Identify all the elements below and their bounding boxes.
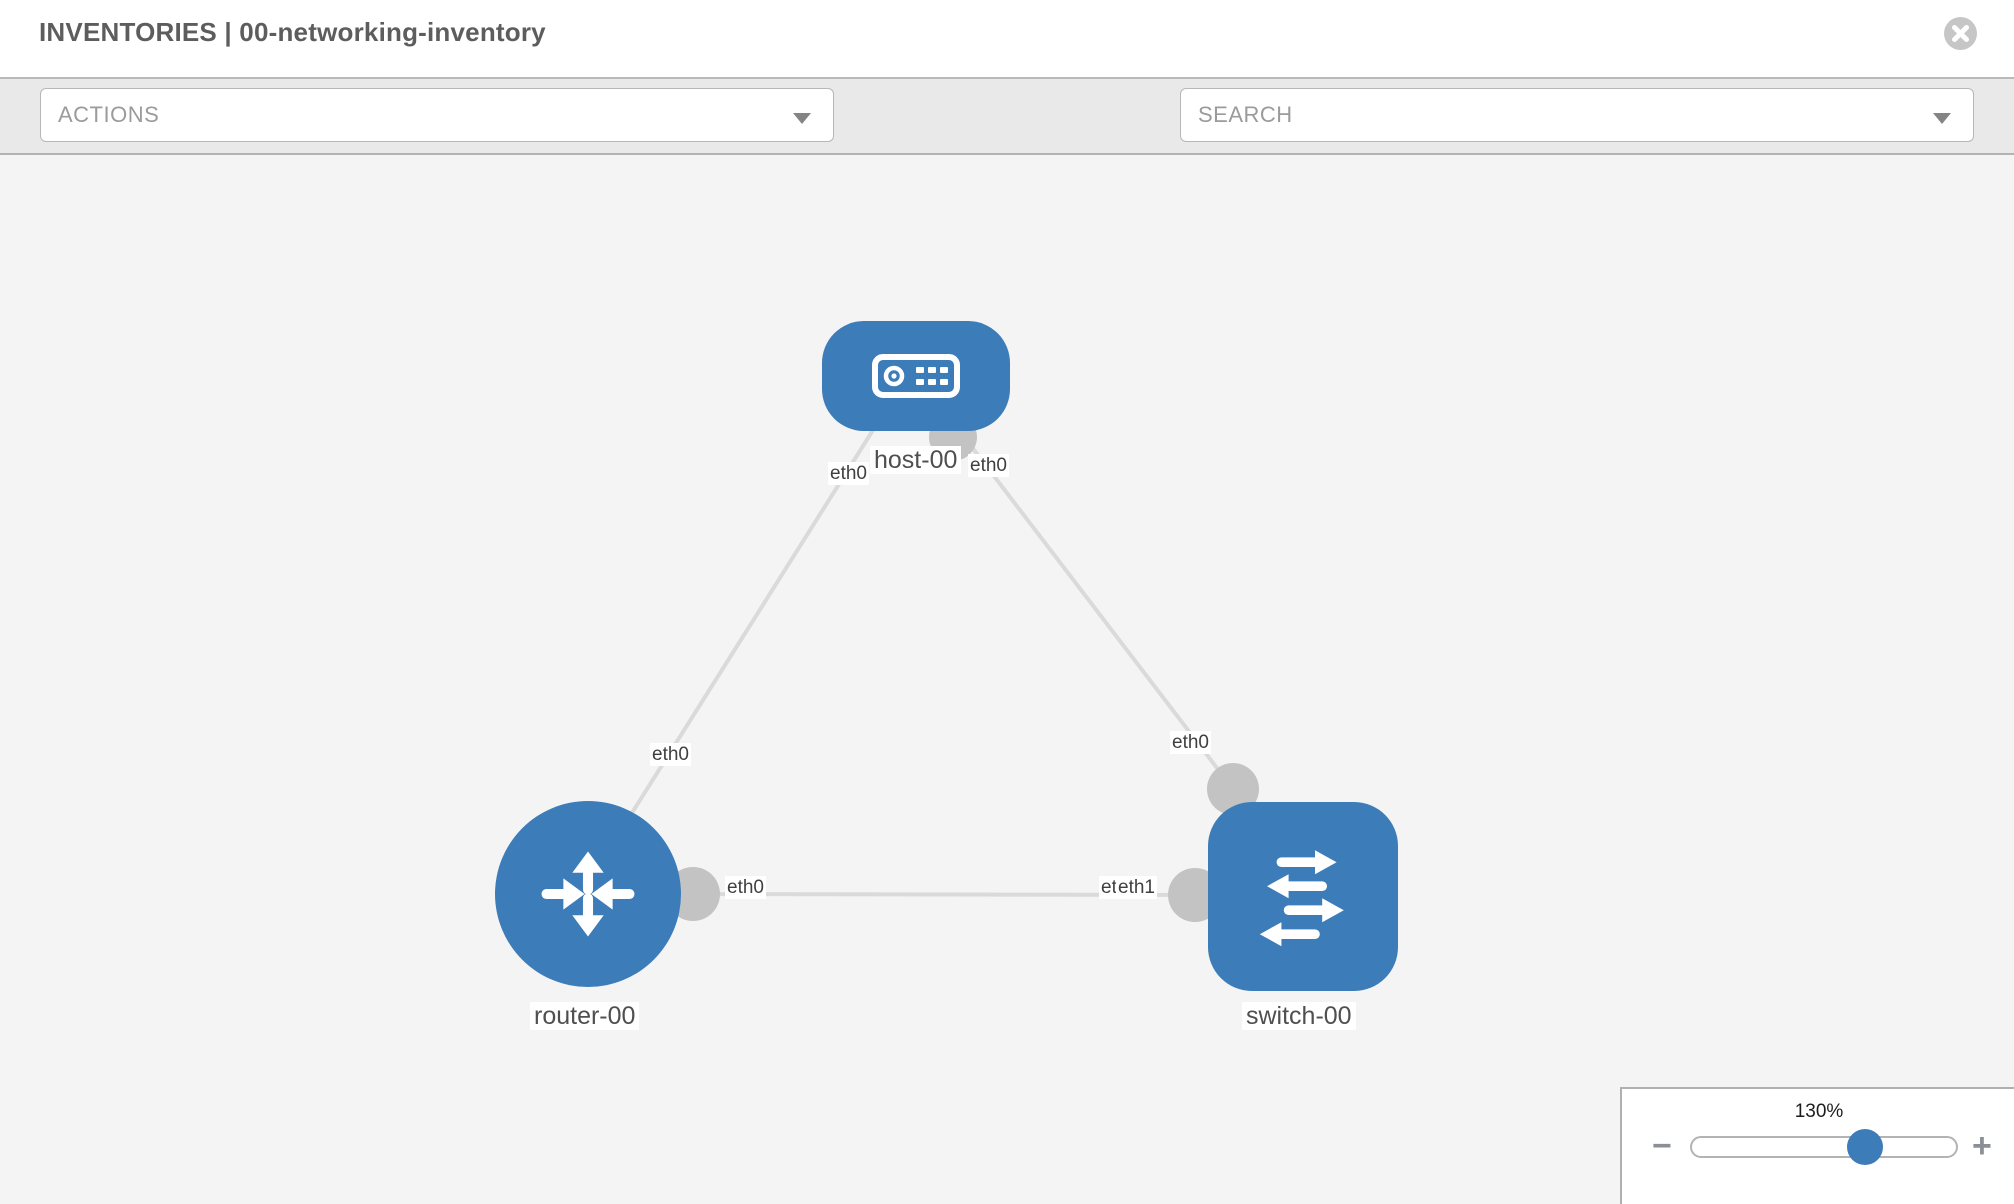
node-router-00[interactable]: [495, 801, 681, 987]
search-dropdown[interactable]: SEARCH: [1180, 88, 1974, 142]
zoom-level-value: 130%: [1794, 1101, 1844, 1122]
close-icon[interactable]: [1944, 17, 1977, 50]
node-switch-00[interactable]: [1208, 802, 1398, 991]
actions-dropdown-label: ACTIONS: [58, 102, 160, 127]
zoom-slider-track[interactable]: [1690, 1129, 1958, 1165]
iface-label-switch-top: eth0: [1170, 731, 1211, 754]
toolbar: ACTIONS SEARCH: [0, 77, 2014, 211]
iface-label-host-right: eth0: [968, 454, 1009, 477]
iface-label-router-top: eth0: [650, 743, 691, 766]
host-icon: [872, 354, 960, 398]
topology-links-layer: [623, 413, 1259, 922]
node-label-switch: switch-00: [1242, 1002, 1356, 1030]
chevron-down-icon: [1933, 113, 1951, 124]
node-label-host: host-00: [870, 446, 962, 474]
page-title: INVENTORIES | 00-networking-inventory: [39, 17, 546, 47]
router-icon: [541, 851, 635, 937]
iface-label-switch-left-eth1: eth1: [1116, 876, 1157, 899]
chevron-down-icon: [793, 113, 811, 124]
search-dropdown-label: SEARCH: [1198, 102, 1293, 127]
iface-label-host-left: eth0: [828, 462, 869, 485]
network-link-host-switch[interactable]: [953, 423, 1235, 791]
switch-icon: [1259, 849, 1344, 946]
header-bar: INVENTORIES | 00-networking-inventory: [0, 0, 2014, 77]
zoom-out-button[interactable]: −: [1652, 1127, 1672, 1165]
node-label-router: router-00: [530, 1002, 640, 1030]
zoom-slider-knob[interactable]: [1847, 1129, 1883, 1165]
node-host-00[interactable]: [822, 321, 1010, 431]
topology-canvas[interactable]: host-00 router-00 switch-00 eth0 eth0 et…: [0, 155, 2014, 1204]
actions-dropdown[interactable]: ACTIONS: [40, 88, 834, 142]
zoom-panel: 130% − +: [1620, 1087, 2014, 1204]
zoom-in-button[interactable]: +: [1972, 1127, 1992, 1165]
iface-label-router-right: eth0: [725, 876, 766, 899]
